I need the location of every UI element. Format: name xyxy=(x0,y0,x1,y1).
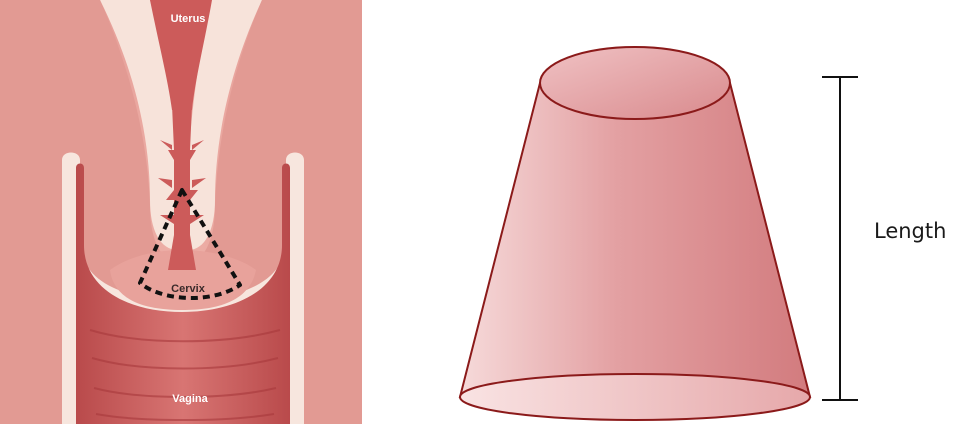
vagina-label: Vagina xyxy=(172,393,208,405)
length-label: Length xyxy=(874,219,946,243)
length-dimension xyxy=(822,77,858,400)
cervix-label: Cervix xyxy=(171,283,206,295)
uterus-label: Uterus xyxy=(171,13,206,25)
cone-body xyxy=(460,83,810,397)
cone-base-ellipse xyxy=(460,374,810,420)
anatomy-illustration: Uterus Cervix Vagina xyxy=(0,0,362,424)
cone-model xyxy=(460,47,810,420)
cone-top-ellipse xyxy=(540,47,730,119)
